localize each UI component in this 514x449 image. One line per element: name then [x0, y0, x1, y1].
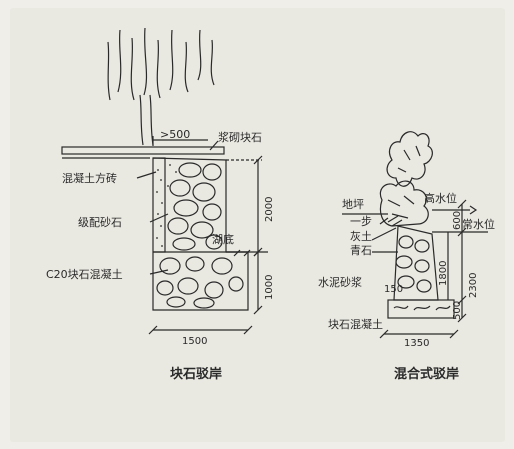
concrete-base-texture — [393, 305, 451, 311]
dim-lower-height: 1000 — [264, 275, 275, 300]
right-dim-tick-4 — [457, 313, 467, 323]
label-graded-gravel: 级配砂石 — [78, 216, 122, 229]
concrete-base — [387, 299, 455, 319]
label-concrete-brick: 混凝土方砖 — [62, 171, 117, 185]
paving-slab — [61, 146, 225, 155]
masonry-stones-lower — [156, 256, 244, 309]
label-right-foundation: 块石混凝土 — [328, 317, 383, 331]
label-lime-soil: 灰土 — [350, 229, 372, 243]
leader-concrete-brick — [136, 171, 157, 179]
label-ground: 地坪 — [342, 198, 364, 211]
right-dim-tick-1 — [457, 199, 467, 209]
lake-bottom-hatch — [233, 249, 261, 257]
plant-icon — [107, 27, 215, 146]
dim-top-gap: 600 — [452, 211, 463, 230]
rock-pile — [379, 180, 429, 227]
right-dim-tick-3 — [457, 295, 467, 305]
label-bluestone: 青石 — [350, 244, 372, 257]
dim-upper-height: 2000 — [264, 197, 275, 222]
dim-base-height: 500 — [452, 301, 463, 320]
dim-mid-height: 1800 — [438, 261, 449, 286]
leader-foundation — [149, 269, 169, 275]
high-water-marker-icon — [469, 205, 478, 215]
rockery-top-icon — [386, 131, 433, 187]
dim-tick-bottom — [253, 305, 263, 315]
label-mortar-stone: 浆砌块石 — [218, 130, 262, 144]
masonry-stones-upper — [167, 162, 223, 251]
left-diagram — [61, 27, 268, 335]
leader-mortar-stone — [209, 140, 219, 151]
rock-pile-texture — [387, 195, 415, 219]
base-tick-left — [148, 325, 158, 335]
label-step: 一步 — [350, 215, 372, 228]
stone-wall-blocks — [395, 235, 432, 293]
label-normal-water: 常水位 — [462, 217, 495, 231]
caption-right: 混合式驳岸 — [394, 366, 459, 382]
caption-left: 块石驳岸 — [170, 366, 222, 382]
leader-bluestone — [371, 227, 397, 241]
label-min-setback: >500 — [160, 128, 190, 141]
dim-step-offset: 150 — [384, 284, 403, 295]
base-tick-right — [243, 325, 253, 335]
label-lake-bottom: 湖底 — [212, 232, 234, 246]
dim-total-height: 2300 — [468, 273, 479, 298]
rockery-texture — [397, 145, 421, 173]
right-diagram — [342, 131, 488, 339]
gravel-dots — [156, 164, 177, 247]
right-base-tick-left — [379, 329, 389, 339]
right-dim-tick-2 — [457, 227, 467, 237]
lime-soil-hatch — [379, 215, 403, 227]
leader-gravel — [149, 213, 169, 223]
label-cement-mortar: 水泥砂浆 — [318, 275, 362, 289]
right-base-tick-right — [449, 329, 459, 339]
label-high-water: 高水位 — [424, 191, 457, 205]
dim-right-base-width: 1350 — [404, 338, 429, 349]
label-foundation: C20块石混凝土 — [46, 267, 123, 281]
dim-tick-mid — [253, 247, 263, 257]
dim-base-width: 1500 — [182, 336, 207, 347]
